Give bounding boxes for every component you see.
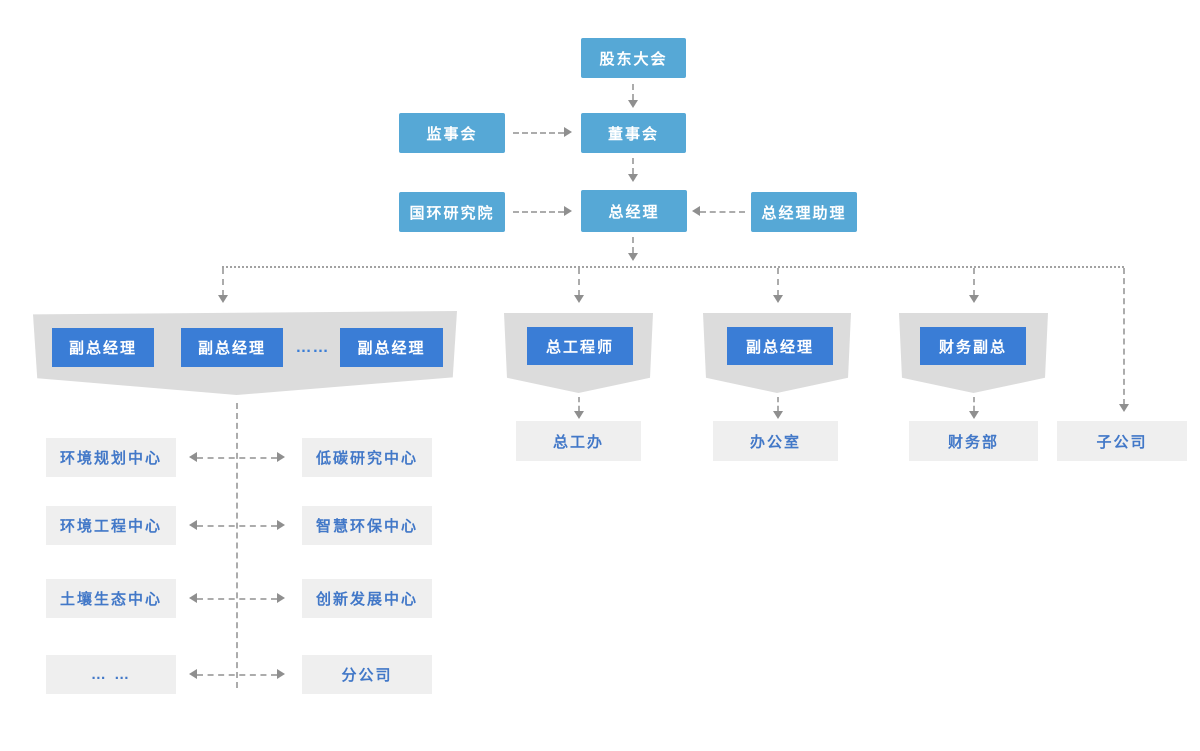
drop-deputies	[222, 268, 224, 296]
dept-innovation-center: 创新发展中心	[302, 579, 432, 618]
dept-env-planning-center: 环境规划中心	[46, 438, 176, 477]
arrowhead-down-icon	[1119, 404, 1129, 412]
arrowhead-down-icon	[628, 253, 638, 261]
node-deputy-gm-n: 副总经理	[340, 328, 443, 367]
node-general-manager: 总经理	[581, 190, 687, 232]
dept-env-engineering-center: 环境工程中心	[46, 506, 176, 545]
arrowhead-down-icon	[574, 295, 584, 303]
arrowhead-down-icon	[628, 100, 638, 108]
trunk-line	[222, 266, 1124, 268]
node-supervisory-board: 监事会	[399, 113, 505, 153]
dept-office: 办公室	[713, 421, 838, 461]
dept-soil-ecology-center: 土壤生态中心	[46, 579, 176, 618]
connector-shareholders-board	[632, 84, 634, 100]
arrowhead-down-icon	[628, 174, 638, 182]
arrowhead-right-icon	[564, 206, 572, 216]
connector-research-gm	[513, 211, 564, 213]
dept-branch-company: 分公司	[302, 655, 432, 694]
arrowhead-down-icon	[773, 295, 783, 303]
node-deputy-gm-right: 副总经理	[727, 327, 833, 365]
arrowhead-left-icon	[189, 593, 197, 603]
node-deputy-gm-2: 副总经理	[181, 328, 283, 367]
center-spine-line	[236, 403, 238, 688]
ellipsis-deputies: ……	[295, 338, 330, 356]
row-connector	[197, 674, 277, 676]
arrowhead-right-icon	[564, 127, 572, 137]
dept-chief-engineer-office: 总工办	[516, 421, 641, 461]
arrowhead-right-icon	[277, 669, 285, 679]
row-connector	[197, 457, 277, 459]
connector-assistant-gm	[700, 211, 745, 213]
arrowhead-down-icon	[574, 411, 584, 419]
dept-smart-env-center: 智慧环保中心	[302, 506, 432, 545]
node-finance-deputy: 财务副总	[920, 327, 1026, 365]
node-shareholders-meeting: 股东大会	[581, 38, 686, 78]
arrowhead-left-icon	[189, 452, 197, 462]
drop-subsidiary	[1123, 268, 1125, 405]
node-gm-assistant: 总经理助理	[751, 192, 857, 232]
node-chief-engineer: 总工程师	[527, 327, 633, 365]
node-deputy-gm-1: 副总经理	[52, 328, 154, 367]
connector-gm-trunk	[632, 237, 634, 253]
drop-deputy-gm	[777, 268, 779, 296]
dept-finance: 财务部	[909, 421, 1038, 461]
drop-finance	[973, 268, 975, 296]
arrowhead-down-icon	[969, 411, 979, 419]
drop-chief-engineer	[578, 268, 580, 296]
arrowhead-down-icon	[969, 295, 979, 303]
arrowhead-left-icon	[189, 669, 197, 679]
connector-supervisory-board	[513, 132, 564, 134]
connector-deputy-dept	[777, 397, 779, 411]
dept-low-carbon-center: 低碳研究中心	[302, 438, 432, 477]
arrowhead-right-icon	[277, 593, 285, 603]
connector-board-gm	[632, 158, 634, 174]
arrowhead-right-icon	[277, 452, 285, 462]
node-board-of-directors: 董事会	[581, 113, 686, 153]
row-connector	[197, 598, 277, 600]
connector-chief-dept	[578, 397, 580, 411]
node-research-institute: 国环研究院	[399, 192, 505, 232]
dept-ellipsis: … …	[46, 655, 176, 694]
arrowhead-left-icon	[189, 520, 197, 530]
connector-finance-dept	[973, 397, 975, 411]
arrowhead-down-icon	[773, 411, 783, 419]
row-connector	[197, 525, 277, 527]
node-subsidiary: 子公司	[1057, 421, 1187, 461]
arrowhead-left-icon	[692, 206, 700, 216]
arrowhead-down-icon	[218, 295, 228, 303]
arrowhead-right-icon	[277, 520, 285, 530]
